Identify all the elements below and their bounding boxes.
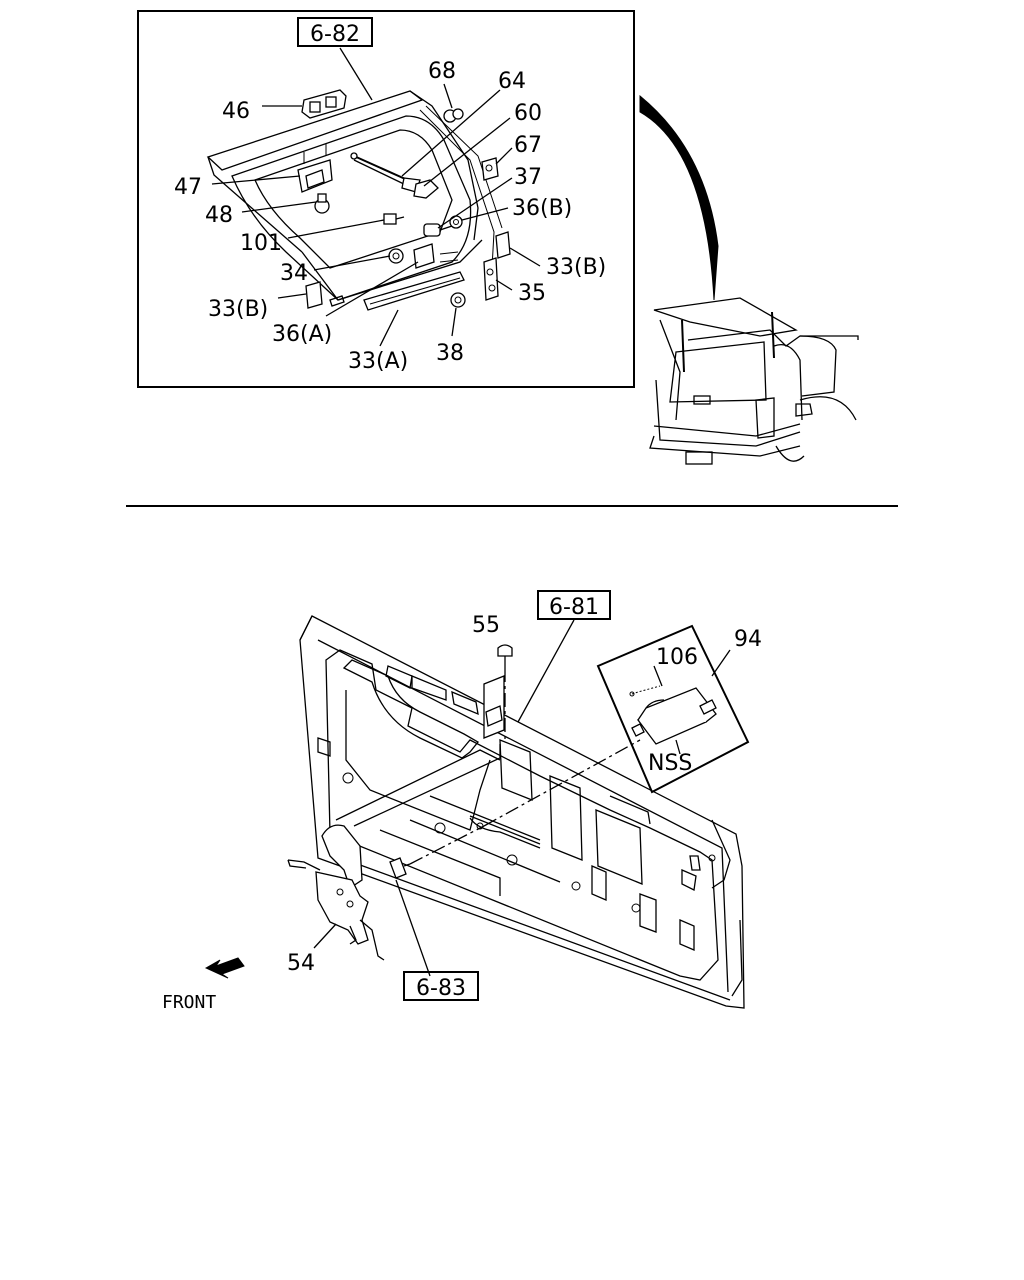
callout-106: 106: [656, 645, 698, 670]
vehicle-rear-sketch: [649, 297, 859, 465]
ref-box-6-83: [403, 971, 479, 1001]
module-inset-frame: [596, 624, 750, 794]
callout-101: 101: [240, 231, 282, 256]
ref-label-6-83: 6-83: [416, 976, 466, 1001]
liftgate-panel: [206, 90, 503, 307]
part-33b-left-seal: [305, 281, 323, 309]
callout-33b-right: 33(B): [546, 255, 606, 280]
part-37-bolt: [423, 223, 453, 237]
part-64-stay-damper: [350, 152, 421, 193]
part-36b-nut: [449, 215, 463, 229]
part-34-nut: [388, 248, 404, 264]
part-54-latch-assembly: [287, 824, 385, 961]
leader-lines-top: [211, 83, 541, 347]
leader-54: [313, 923, 337, 949]
assembly-center-lines: [335, 739, 641, 977]
tailgate-inner-panel: [299, 615, 745, 1009]
part-60-bracket: [413, 179, 439, 199]
part-47-latch: [297, 144, 333, 193]
callout-55: 55: [472, 613, 500, 638]
part-101-bolt: [383, 213, 405, 225]
leader-6-82: [339, 47, 373, 101]
callout-68: 68: [428, 59, 456, 84]
front-arrow-icon: [204, 957, 245, 979]
detail-frame: [137, 10, 635, 388]
tailgate-detail-view: 6-82: [137, 10, 635, 388]
part-33a-seal-strip: [363, 271, 465, 311]
ref-label-6-81: 6-81: [549, 595, 599, 620]
callout-36a: 36(A): [272, 322, 332, 347]
part-67-bracket: [481, 157, 499, 181]
callout-94: 94: [734, 627, 762, 652]
callout-35: 35: [518, 281, 546, 306]
part-55-screw: [483, 644, 513, 740]
part-94-control-unit-group: [596, 624, 750, 794]
callout-48: 48: [205, 203, 233, 228]
part-35-hinge: [483, 257, 499, 301]
callout-60: 60: [514, 101, 542, 126]
part-36a-hinge: [413, 243, 459, 269]
callout-47: 47: [174, 175, 202, 200]
ref-box-6-81: [537, 590, 611, 620]
ref-box-6-82: [297, 17, 373, 47]
ref-label-6-82: 6-82: [310, 22, 360, 47]
callout-64: 64: [498, 69, 526, 94]
callout-34: 34: [280, 261, 308, 286]
tailgate-inner-view: 6-81: [162, 590, 762, 1013]
bolt-6-83: [389, 857, 411, 879]
leader-6-81: [517, 619, 575, 723]
callout-67: 67: [514, 133, 542, 158]
callout-nss: NSS: [648, 751, 692, 776]
front-label: FRONT: [162, 992, 216, 1013]
part-38-nut: [450, 292, 466, 308]
callout-37: 37: [514, 165, 542, 190]
part-46-garnish: [301, 89, 347, 119]
front-direction-indicator: FRONT: [162, 957, 245, 1013]
callout-36b: 36(B): [512, 196, 572, 221]
callout-33b-left: 33(B): [208, 297, 268, 322]
callout-33a: 33(A): [348, 349, 408, 374]
callout-46: 46: [222, 99, 250, 124]
callout-38: 38: [436, 341, 464, 366]
location-arrow: [639, 94, 719, 301]
part-33b-right-seal: [495, 231, 511, 259]
part-68-nut: [443, 108, 464, 123]
callout-54: 54: [287, 951, 315, 976]
part-48-fastener: [314, 193, 330, 214]
